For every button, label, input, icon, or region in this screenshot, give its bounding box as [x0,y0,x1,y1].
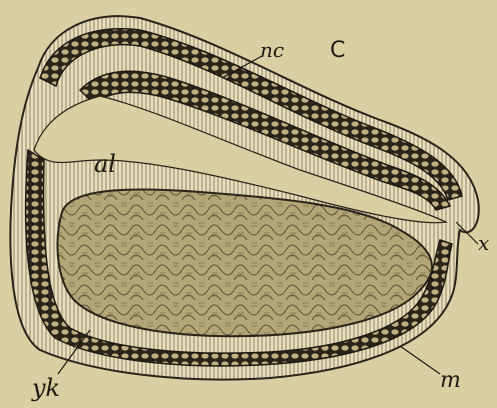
m-leader-line [400,346,440,374]
label-x: x [478,233,489,253]
label-al: al [94,152,116,176]
label-yk: yk [32,376,60,400]
label-nc: nc [260,40,284,60]
panel-letter: C [330,40,345,62]
label-m: m [440,370,461,392]
